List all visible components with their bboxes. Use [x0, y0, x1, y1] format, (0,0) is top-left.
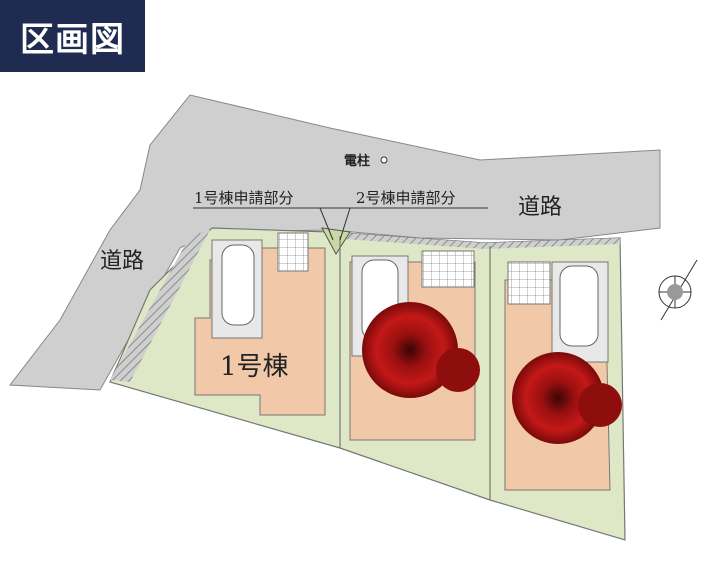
north-compass-icon	[658, 259, 698, 321]
terrace-1	[277, 232, 309, 272]
utility-pole-label: 電柱	[344, 153, 370, 169]
road-label-left: 道路	[100, 249, 144, 274]
rose-image-1	[362, 302, 480, 398]
road-label-right: 道路	[518, 195, 562, 220]
lot1-application-label: 1号棟申請部分	[194, 189, 294, 207]
terrace-2	[421, 250, 475, 288]
road-setback-top	[330, 232, 620, 249]
car-1	[221, 244, 255, 326]
title-badge: 区画図	[0, 0, 145, 72]
utility-pole-marker	[380, 156, 388, 164]
building-1-label: 1号棟	[220, 352, 289, 382]
rose-image-2	[512, 352, 622, 444]
road-setback-left	[110, 230, 210, 382]
application-triangle	[321, 227, 351, 255]
terrace-3	[507, 261, 551, 305]
lot2-application-label: 2号棟申請部分	[356, 189, 456, 207]
car-3	[559, 265, 599, 347]
